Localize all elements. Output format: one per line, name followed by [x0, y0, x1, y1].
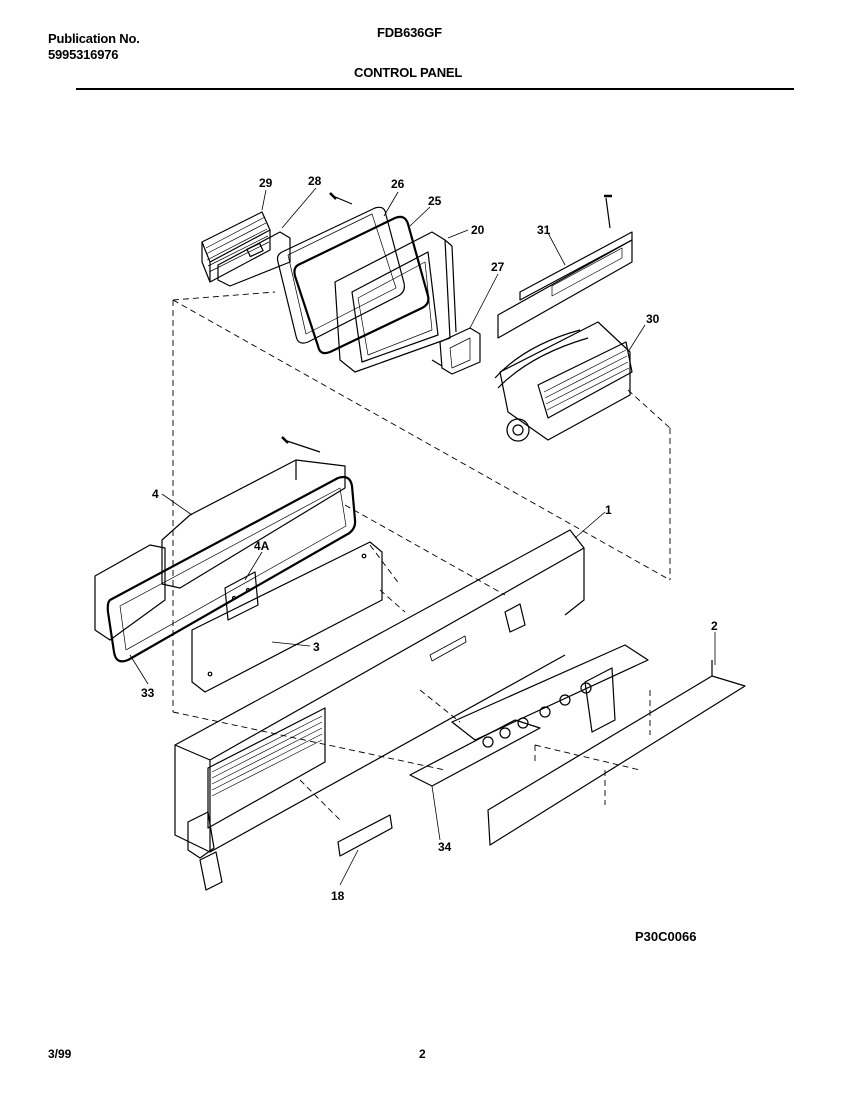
callout-18: 18 [331, 889, 345, 903]
screw-4 [281, 436, 321, 453]
callout-4: 4 [152, 487, 159, 501]
touch-pad-overlay [451, 644, 649, 748]
model-number: FDB636GF [377, 25, 442, 40]
part-33-gasket [106, 475, 357, 663]
publication-label: Publication No. [48, 31, 140, 46]
callout-26: 26 [391, 177, 405, 191]
callout-4a: 4A [254, 539, 270, 553]
figure-code: P30C0066 [635, 929, 697, 944]
callout-34: 34 [438, 840, 452, 854]
part-26-gasket [276, 206, 405, 344]
part-31-bracket [497, 194, 633, 339]
callout-30: 30 [646, 312, 660, 326]
callout-20: 20 [471, 223, 485, 237]
callout-1: 1 [605, 503, 612, 517]
publication-number: 5995316976 [48, 47, 119, 62]
part-2-trim-strip [487, 660, 746, 846]
callout-33: 33 [141, 686, 155, 700]
part-27-latch [431, 327, 481, 375]
part-1-control-console [174, 529, 585, 891]
part-20-housing [334, 231, 457, 373]
callout-28: 28 [308, 174, 322, 188]
callout-25: 25 [428, 194, 442, 208]
part-29-vent-grille [201, 211, 271, 283]
callout-27: 27 [491, 260, 505, 274]
part-34-insert [409, 719, 541, 787]
callout-3: 3 [313, 640, 320, 654]
screw-26 [329, 192, 353, 205]
page-number: 2 [419, 1047, 426, 1061]
part-4a-bracket [224, 571, 259, 621]
callout-labels: 29 28 26 25 20 27 31 30 4 4A 1 3 33 2 34… [141, 174, 718, 903]
section-title: CONTROL PANEL [354, 65, 463, 80]
part-30-fan-assembly [494, 321, 633, 442]
part-4-control-housing [94, 459, 346, 641]
part-18-label [337, 814, 393, 857]
assembly-guide-lines [172, 291, 671, 821]
leader-lines [129, 187, 716, 886]
callout-31: 31 [537, 223, 551, 237]
part-3-panel-board [191, 541, 383, 693]
publication-date: 3/99 [48, 1047, 72, 1061]
header-rule [76, 88, 794, 90]
callout-2: 2 [711, 619, 718, 633]
callout-29: 29 [259, 176, 273, 190]
part-28-vent-cover [217, 231, 291, 287]
part-25-gasket [293, 215, 430, 355]
